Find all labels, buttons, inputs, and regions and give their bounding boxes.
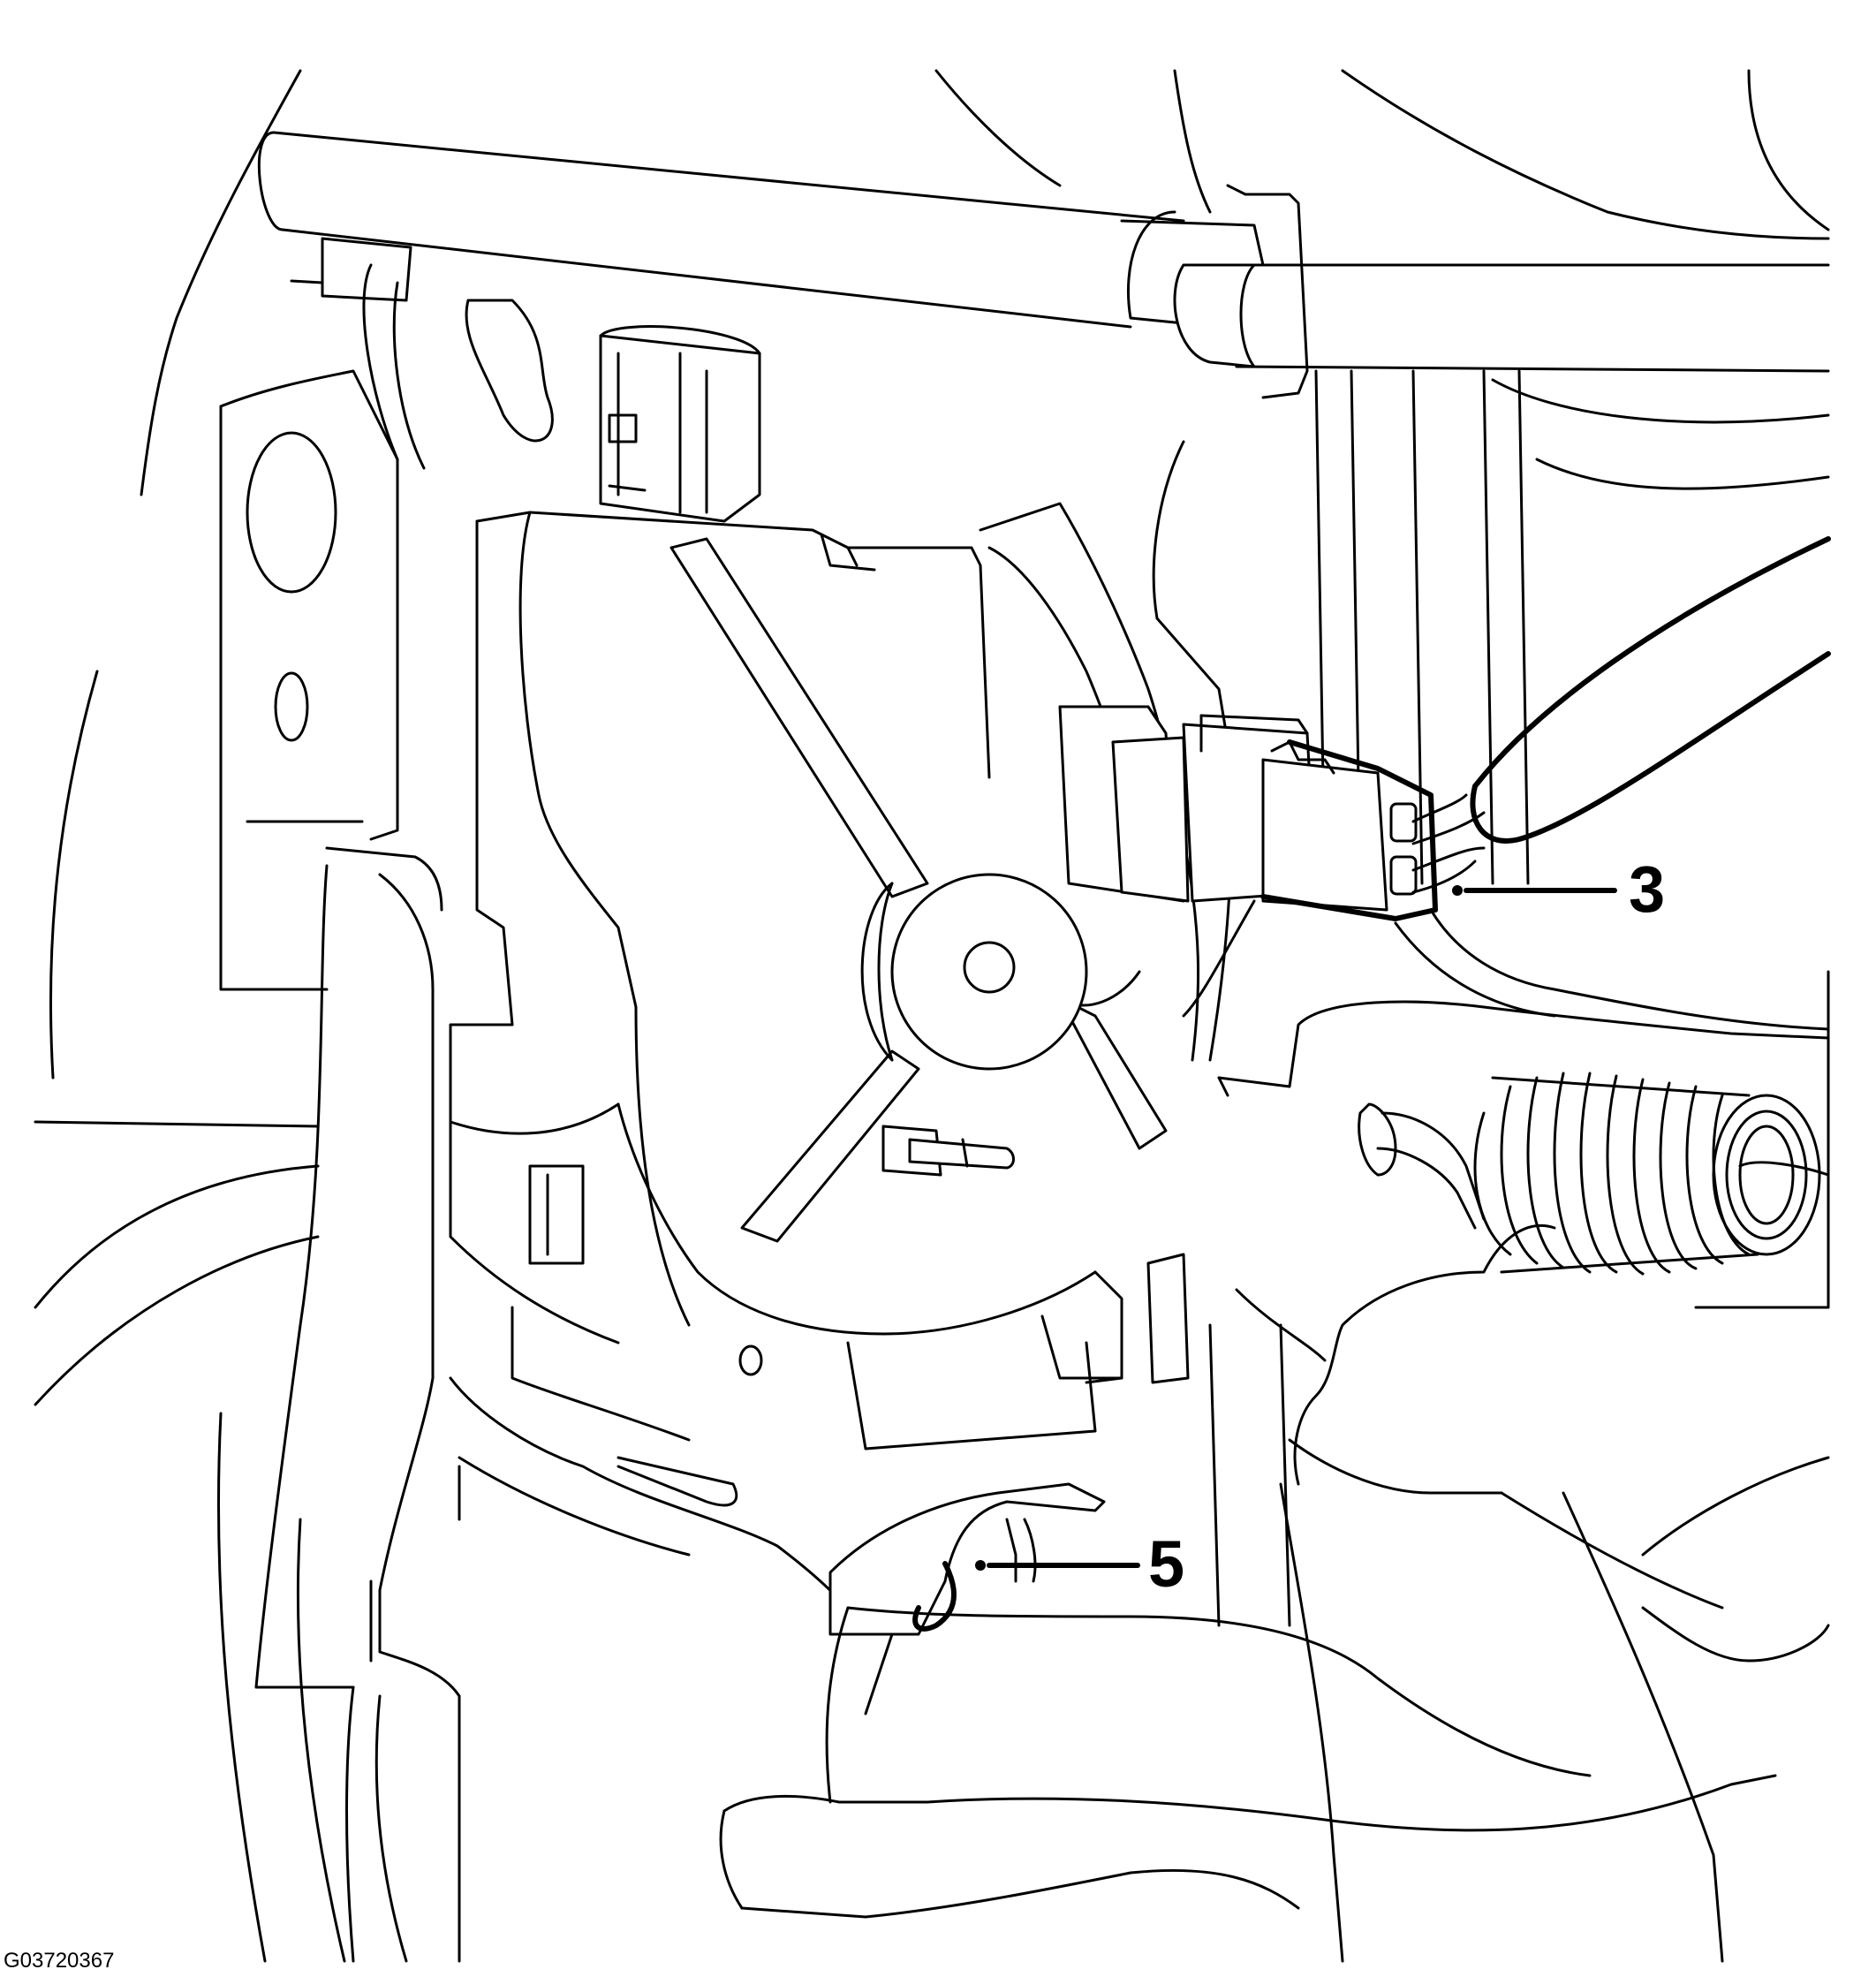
- top-connector: [599, 325, 761, 523]
- wiring-harness: [1394, 536, 1831, 1031]
- callout-5-dot: [975, 1560, 986, 1571]
- callout-leaders: [975, 885, 1617, 1571]
- pedal-plate: [719, 1606, 1777, 1919]
- lever-arms: [669, 537, 1168, 1243]
- rod-clip: [290, 237, 554, 470]
- mounting-panel: [1217, 1000, 1830, 1495]
- pedal-arm: [254, 864, 461, 1963]
- support-rails: [1152, 369, 1530, 1627]
- cross-rod: [257, 131, 1830, 399]
- retaining-clip: [828, 1482, 1106, 1716]
- lower-housing: [449, 1102, 1190, 1610]
- figure-id-label: G03720367: [4, 1949, 115, 1973]
- pivot-pin: [881, 1125, 1015, 1177]
- callout-3-number: 3: [1629, 852, 1666, 926]
- left-bracket: [219, 369, 443, 991]
- callout-5-number: 5: [1148, 1527, 1185, 1601]
- return-spring: [1473, 1072, 1830, 1276]
- chassis-outline: [34, 69, 1830, 1963]
- callout-3-dot: [1452, 885, 1463, 896]
- electrical-connector: [1058, 705, 1438, 1018]
- pivot-disc: [860, 873, 1088, 1071]
